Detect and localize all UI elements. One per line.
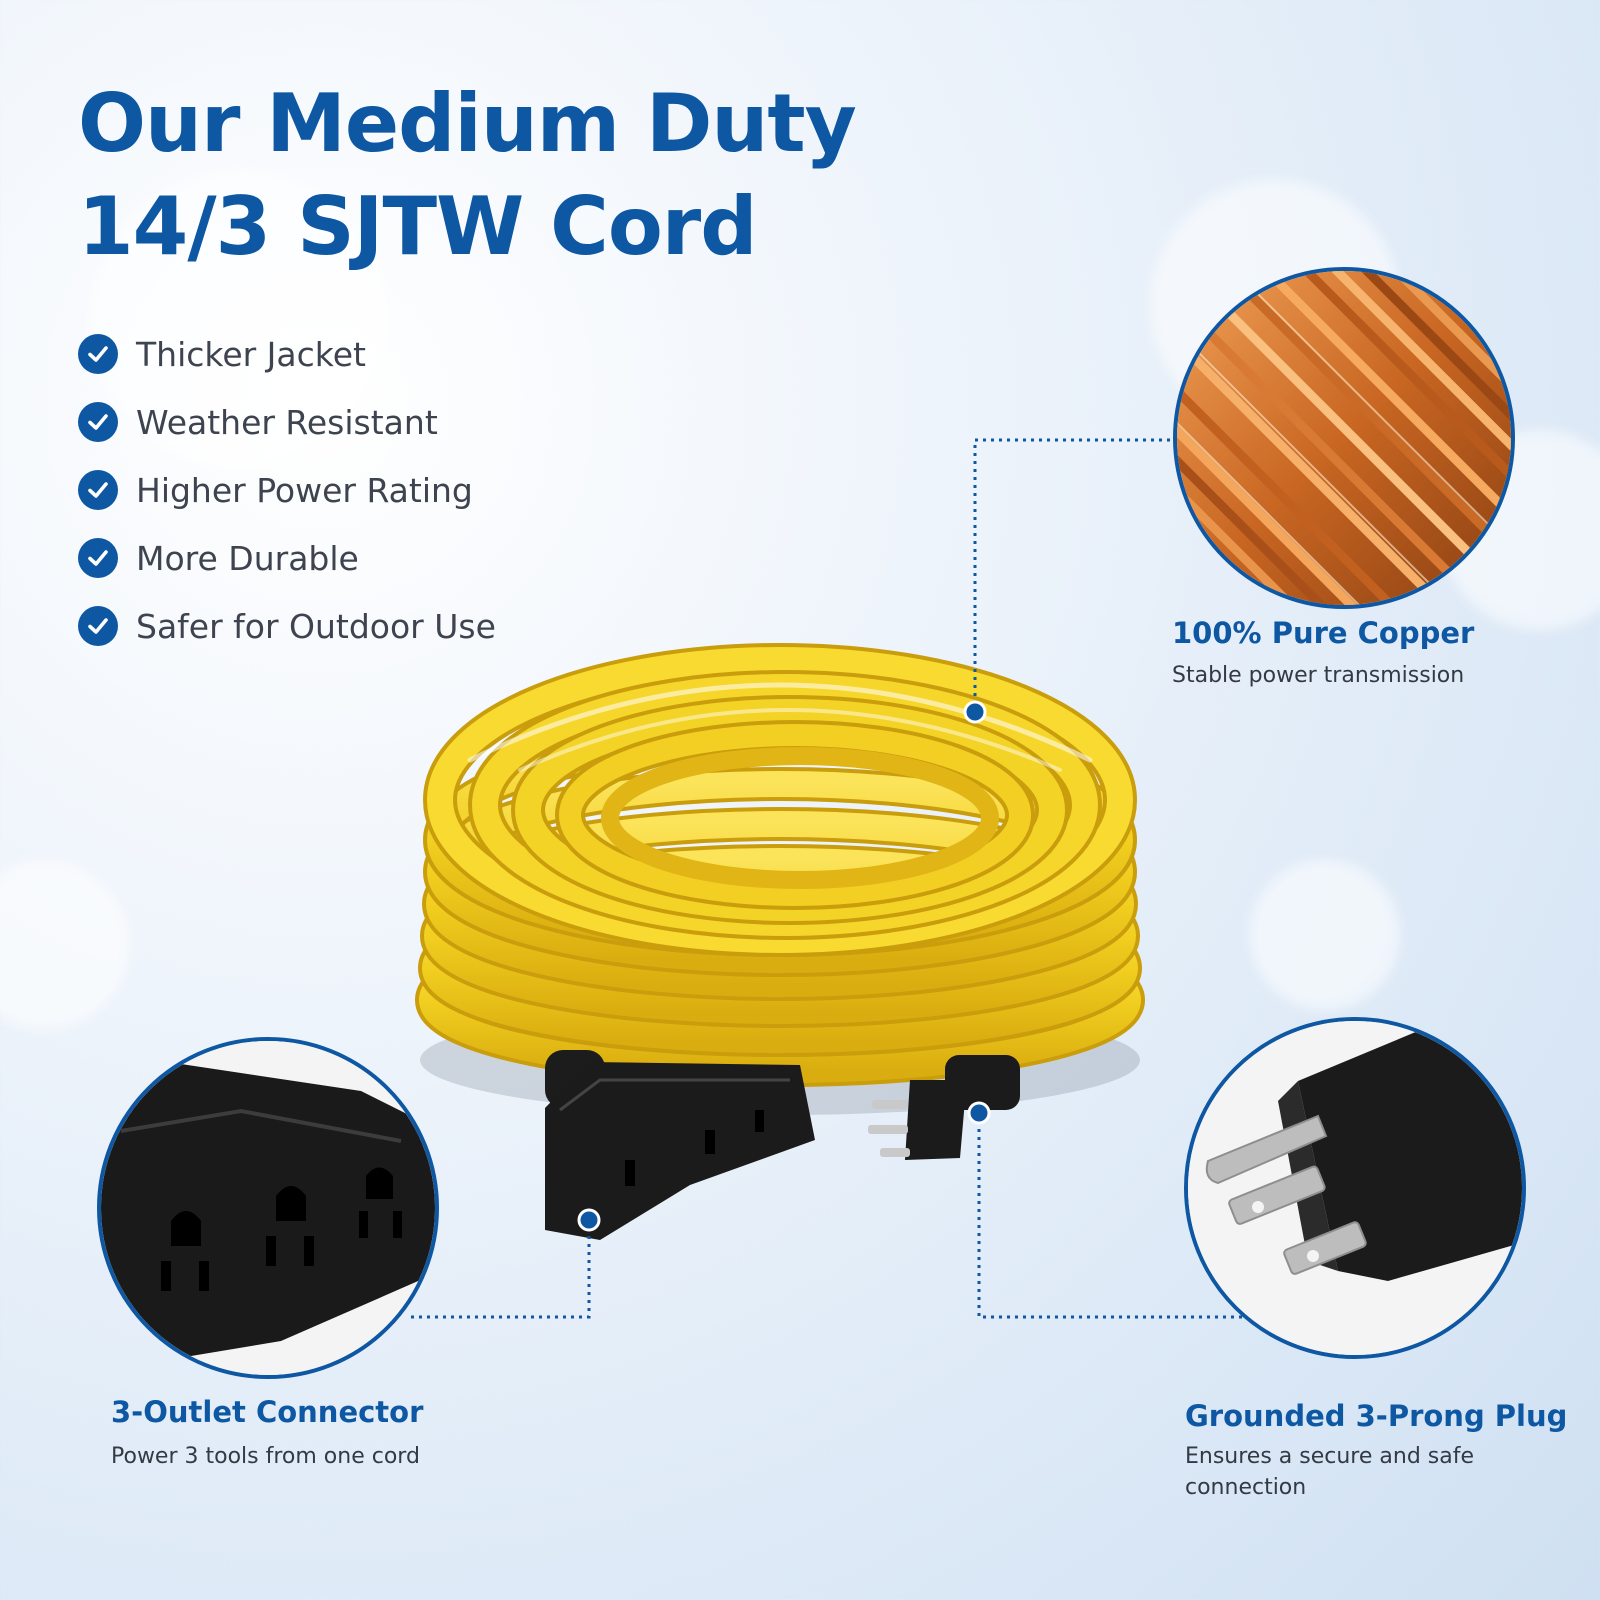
bokeh-light	[90, 170, 390, 470]
outlet-connector-closeup	[97, 1037, 439, 1379]
check-circle-icon	[78, 334, 118, 374]
leader-dot	[963, 700, 987, 724]
cord-coil	[415, 643, 1145, 1087]
feature-item: Safer for Outdoor Use	[78, 592, 496, 660]
page-title-line-1: Our Medium Duty	[78, 77, 857, 170]
leader-line-outlet	[408, 1220, 591, 1319]
leader-dot	[967, 1101, 991, 1125]
copper-callout-title: 100% Pure Copper	[1172, 616, 1475, 650]
feature-item: Thicker Jacket	[78, 320, 496, 388]
copper-callout-subtitle: Stable power transmission	[1172, 663, 1465, 688]
leader-line-copper	[973, 438, 1177, 712]
plug-connector	[868, 1055, 1020, 1160]
check-circle-icon	[78, 402, 118, 442]
plug-callout-title: Grounded 3-Prong Plug	[1185, 1399, 1568, 1433]
feature-label: More Durable	[136, 538, 359, 578]
leader-dot	[577, 1208, 601, 1232]
outlet-callout-title: 3-Outlet Connector	[111, 1395, 424, 1429]
feature-label: Weather Resistant	[136, 402, 438, 442]
check-circle-icon	[78, 538, 118, 578]
check-circle-icon	[78, 470, 118, 510]
plug-closeup	[1184, 1017, 1526, 1359]
bokeh-light	[1250, 860, 1400, 1010]
feature-item: More Durable	[78, 524, 496, 592]
triple-outlet-connector	[545, 1050, 815, 1240]
feature-list: Thicker Jacket Weather Resistant Higher …	[78, 320, 496, 660]
page-title-line-2: 14/3 SJTW Cord	[78, 180, 757, 273]
page-title: Our Medium Duty 14/3 SJTW Cord	[78, 72, 857, 278]
feature-label: Higher Power Rating	[136, 470, 473, 510]
feature-item: Weather Resistant	[78, 388, 496, 456]
leader-lines	[408, 438, 1245, 1319]
copper-wire-closeup	[1173, 267, 1515, 609]
feature-label: Thicker Jacket	[136, 334, 366, 374]
check-circle-icon	[78, 606, 118, 646]
leader-dots	[577, 700, 991, 1232]
feature-item: Higher Power Rating	[78, 456, 496, 524]
outlet-callout-subtitle: Power 3 tools from one cord	[111, 1444, 420, 1469]
feature-label: Safer for Outdoor Use	[136, 606, 496, 646]
plug-callout-subtitle: Ensures a secure and safe connection	[1185, 1444, 1475, 1500]
bokeh-light	[0, 860, 130, 1030]
